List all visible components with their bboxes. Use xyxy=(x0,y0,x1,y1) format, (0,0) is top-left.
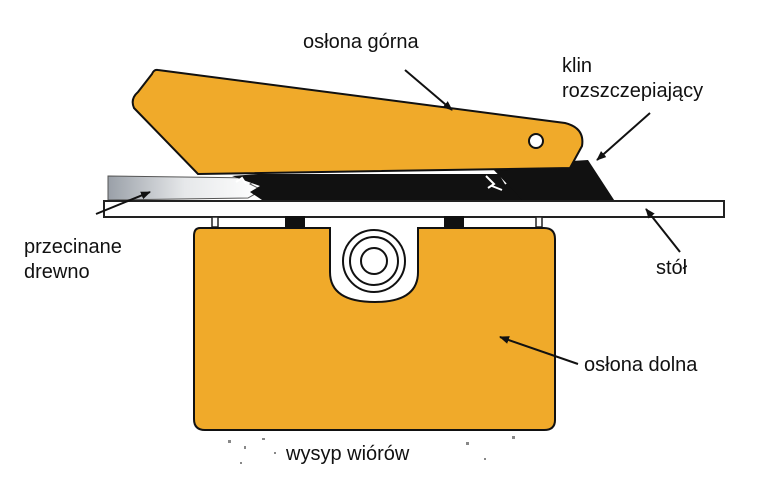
arrow-table xyxy=(645,208,681,253)
label-chips: wysyp wiórów xyxy=(285,443,410,465)
saw-kerf xyxy=(232,174,548,200)
kerf-chip-marks xyxy=(235,173,507,191)
upper-guard-pivot-hole xyxy=(528,133,544,149)
label-riving-knife-line1: klin xyxy=(562,55,592,77)
table-support-black-2 xyxy=(444,216,464,227)
arrow-riving-knife xyxy=(596,112,651,161)
label-table: stół xyxy=(656,257,688,279)
label-lower-guard: osłona dolna xyxy=(584,354,698,376)
label-upper-guard: osłona górna xyxy=(303,31,420,53)
upper-guard xyxy=(131,68,584,176)
table-support-left xyxy=(211,216,219,228)
chip-specks xyxy=(228,436,515,464)
lower-guard xyxy=(193,227,556,431)
label-workpiece-line2: drewno xyxy=(24,261,90,283)
arrow-upper-guard xyxy=(404,69,453,111)
arrow-lower-guard xyxy=(499,336,579,365)
riving-knife xyxy=(490,160,618,206)
arrow-workpiece xyxy=(95,191,151,215)
label-riving-knife-line2: rozszczepiający xyxy=(562,80,703,102)
arbor-pulley xyxy=(342,229,406,293)
label-workpiece-line1: przecinane xyxy=(24,236,122,258)
table-support-right xyxy=(535,216,543,228)
saw-table xyxy=(103,200,725,218)
table-support-black-1 xyxy=(285,216,305,227)
